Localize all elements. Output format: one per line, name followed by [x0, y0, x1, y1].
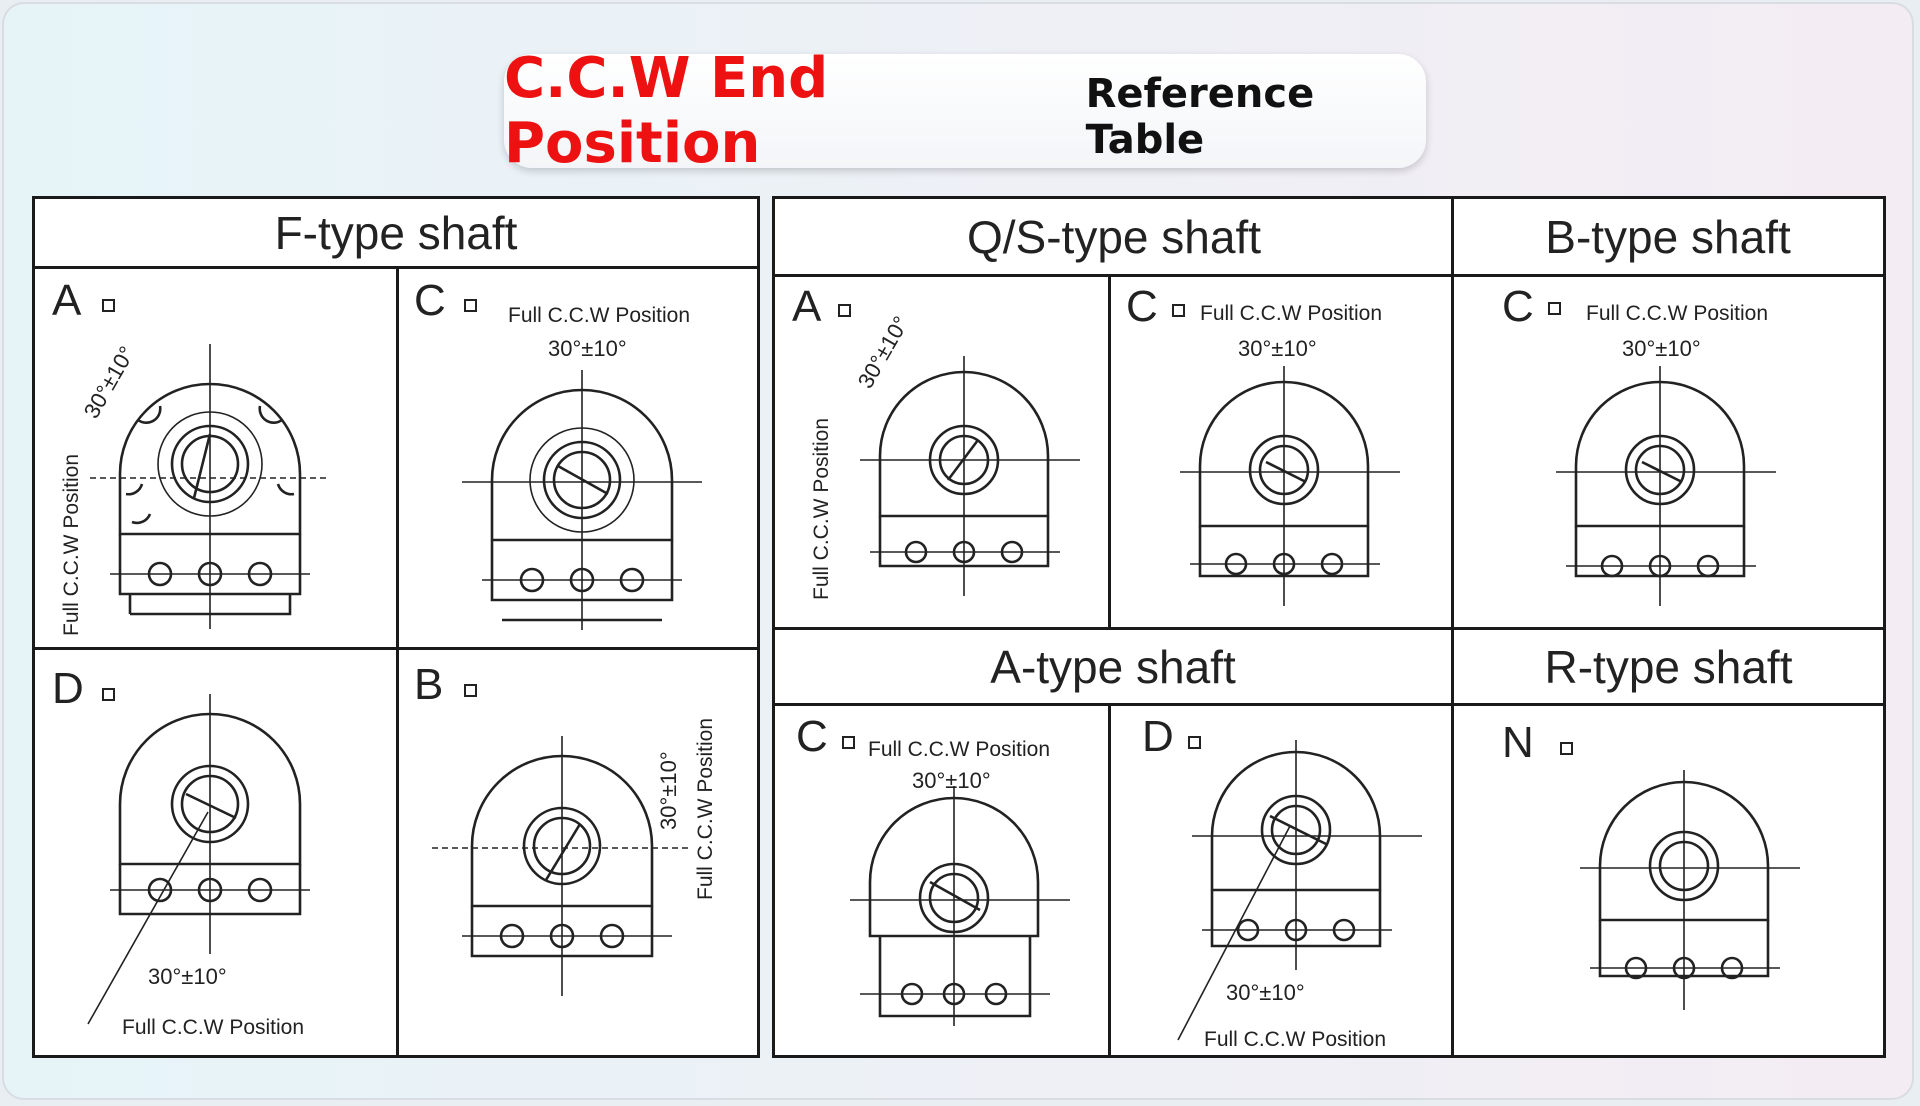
full-ccw-label: Full C.C.W Position — [1200, 302, 1382, 325]
checkbox[interactable] — [1188, 736, 1201, 749]
f-type-header-text: F-type shaft — [274, 206, 518, 259]
divider — [396, 269, 399, 1055]
angle-label: 30°±10° — [148, 964, 227, 989]
cell-letter: D — [52, 664, 84, 713]
potentiometer-drawing — [90, 344, 330, 629]
potentiometer-drawing — [850, 786, 1070, 1026]
f-type-header: F-type shaft — [35, 199, 757, 269]
full-ccw-label: Full C.C.W Position — [810, 418, 833, 600]
angle-label: 30°±10° — [1622, 336, 1701, 361]
potentiometer-drawing — [1180, 366, 1400, 606]
divider — [1108, 706, 1111, 1055]
cell-letter: C — [414, 276, 446, 325]
angle-label: 30°±10° — [912, 768, 991, 793]
cell-letter: C — [796, 712, 828, 761]
potentiometer-drawing — [1580, 770, 1800, 1010]
qs-type-header-text: Q/S-type shaft — [966, 210, 1261, 263]
checkbox[interactable] — [1172, 304, 1185, 317]
full-ccw-label: Full C.C.W Position — [122, 1016, 304, 1039]
potentiometer-drawing — [1177, 740, 1422, 1041]
potentiometer-drawing — [87, 694, 310, 1025]
cell-letter: B — [414, 660, 444, 709]
r-type-header: R-type shaft — [1454, 630, 1883, 706]
checkbox[interactable] — [1560, 742, 1573, 755]
divider — [1108, 277, 1111, 629]
right-panel: Q/S-type shaft B-type shaft A-type shaft… — [772, 196, 1886, 1058]
angle-label: 30°±10° — [1226, 980, 1305, 1005]
cell-letter: A — [792, 282, 822, 331]
title-banner: C.C.W End Position Reference Table — [504, 46, 1426, 176]
cell-letter: D — [1142, 712, 1174, 761]
checkbox[interactable] — [1548, 302, 1561, 315]
angle-label: 30°±10° — [548, 336, 627, 361]
potentiometer-drawing — [1556, 366, 1776, 606]
angle-label: 30°±10° — [79, 342, 140, 423]
page-title: C.C.W End Position — [504, 46, 829, 176]
a-type-header: A-type shaft — [775, 630, 1451, 706]
angle-label: 30°±10° — [1238, 336, 1317, 361]
angle-label: 30°±10° — [853, 312, 914, 393]
cell-letter: N — [1502, 718, 1534, 767]
divider — [775, 627, 1883, 630]
full-ccw-label: Full C.C.W Position — [694, 718, 717, 900]
potentiometer-drawing — [462, 370, 702, 630]
checkbox[interactable] — [102, 299, 115, 312]
full-ccw-label: Full C.C.W Position — [60, 454, 83, 636]
checkbox[interactable] — [842, 736, 855, 749]
cell-letter: C — [1126, 282, 1158, 331]
r-type-header-text: R-type shaft — [1544, 640, 1793, 693]
a-type-header-text: A-type shaft — [990, 640, 1236, 693]
full-ccw-label: Full C.C.W Position — [1586, 302, 1768, 325]
page-subtitle: Reference Table — [1085, 71, 1315, 163]
full-ccw-label: Full C.C.W Position — [1204, 1028, 1386, 1051]
checkbox[interactable] — [838, 304, 851, 317]
b-type-header: B-type shaft — [1453, 199, 1883, 277]
checkbox[interactable] — [102, 688, 115, 701]
checkbox[interactable] — [464, 299, 477, 312]
angle-label: 30°±10° — [656, 751, 681, 830]
potentiometer-drawing — [860, 356, 1080, 596]
qs-type-header: Q/S-type shaft — [775, 199, 1453, 277]
full-ccw-label: Full C.C.W Position — [508, 304, 690, 327]
full-ccw-label: Full C.C.W Position — [868, 738, 1050, 761]
cell-letter: C — [1502, 282, 1534, 331]
checkbox[interactable] — [464, 684, 477, 697]
cell-letter: A — [52, 276, 82, 325]
potentiometer-drawing — [432, 736, 692, 996]
divider — [35, 647, 757, 650]
b-type-header-text: B-type shaft — [1545, 210, 1791, 263]
